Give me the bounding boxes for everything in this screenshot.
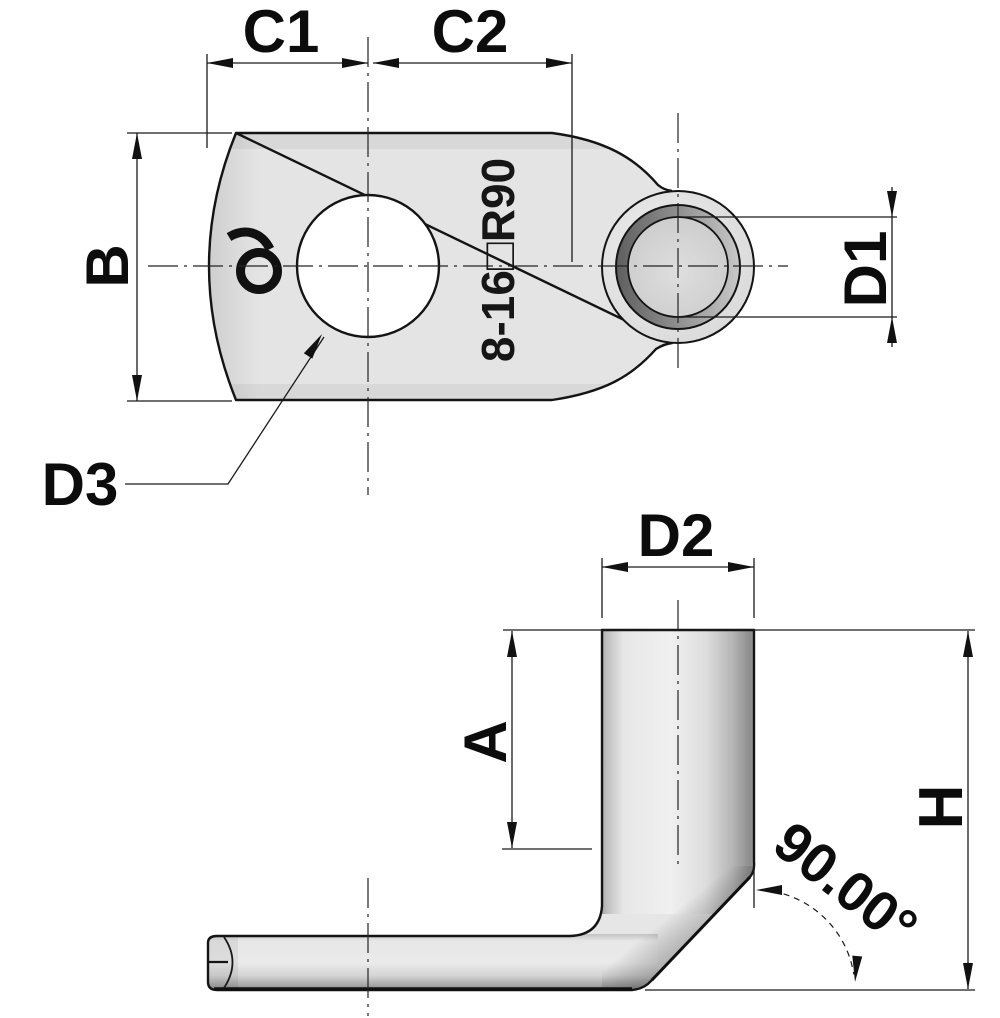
dim-c2-lines	[373, 54, 573, 262]
dim-c1: C1	[206, 0, 368, 148]
angle-arc	[761, 889, 855, 975]
dim-c2-arrow-left	[373, 58, 399, 68]
dim-label-d3: D3	[42, 451, 119, 518]
dim-label-a: A	[452, 720, 519, 763]
dim-c1-lines	[206, 54, 368, 148]
dim-d2-arrow-left	[602, 562, 628, 572]
dim-d1-arrow-bottom	[887, 317, 897, 343]
dim-d1-arrow-top	[887, 191, 897, 217]
manufacturer-stamp-icon	[226, 227, 282, 294]
palm-endcap-arc	[223, 936, 234, 989]
top-view-centerlines	[148, 37, 788, 495]
bend-shade	[602, 866, 755, 990]
dim-c1-arrow-right	[342, 58, 368, 68]
dim-d2-arrow-right	[728, 562, 754, 572]
dim-c2: C2	[373, 0, 573, 262]
dim-label-h: H	[907, 785, 976, 830]
side-outline	[206, 628, 756, 992]
dim-h: H	[907, 631, 976, 989]
angle-arrow-bottom	[850, 955, 863, 983]
dim-c1-arrow-left	[207, 58, 233, 68]
side-view: D2 A H 90.00°	[206, 502, 976, 1016]
leader-d3: D3	[42, 331, 327, 518]
dim-d2: D2	[601, 502, 755, 618]
palm-side-shade	[208, 934, 658, 990]
side-shading	[208, 630, 755, 990]
leader-d3-line	[125, 336, 325, 485]
dim-label-d2: D2	[638, 502, 715, 569]
dim-b: B	[74, 132, 232, 402]
lug-side-body	[206, 628, 756, 992]
dim-h-arrow-top	[963, 631, 973, 657]
angle-label: 90.00°	[763, 809, 930, 959]
dim-d1: D1	[676, 187, 899, 347]
stamp-group: 8-16□R90	[226, 158, 524, 362]
angle-arrow-top	[756, 885, 782, 895]
dim-b-lines	[127, 132, 232, 402]
dim-a: A	[452, 631, 592, 850]
dim-h-arrow-bottom	[963, 963, 973, 989]
dim-label-d1: D1	[832, 231, 899, 308]
dim-a-arrow-top	[507, 631, 517, 657]
dim-c2-arrow-right	[546, 58, 572, 68]
palm-bottom-shade	[209, 384, 672, 400]
dim-b-arrow-top	[132, 133, 142, 159]
bend-chamfer-edge-thick	[650, 875, 752, 982]
dim-angle: 90.00°	[753, 809, 930, 983]
dim-label-c2: C2	[432, 0, 509, 65]
stamp-loop	[236, 248, 282, 294]
palm-outline	[207, 131, 674, 402]
stamp-tail	[226, 227, 275, 252]
dim-a-lines	[502, 631, 592, 850]
dim-label-b: B	[74, 244, 141, 287]
dim-a-arrow-bottom	[507, 822, 517, 848]
top-view: 8-16□R90 C1 C2 B	[42, 0, 899, 518]
palm-top-shade	[209, 133, 672, 149]
stamp-text: 8-16□R90	[472, 158, 524, 362]
dim-b-arrow-bottom	[132, 375, 142, 401]
dim-label-c1: C1	[243, 0, 320, 65]
side-view-centerlines	[367, 600, 679, 1016]
